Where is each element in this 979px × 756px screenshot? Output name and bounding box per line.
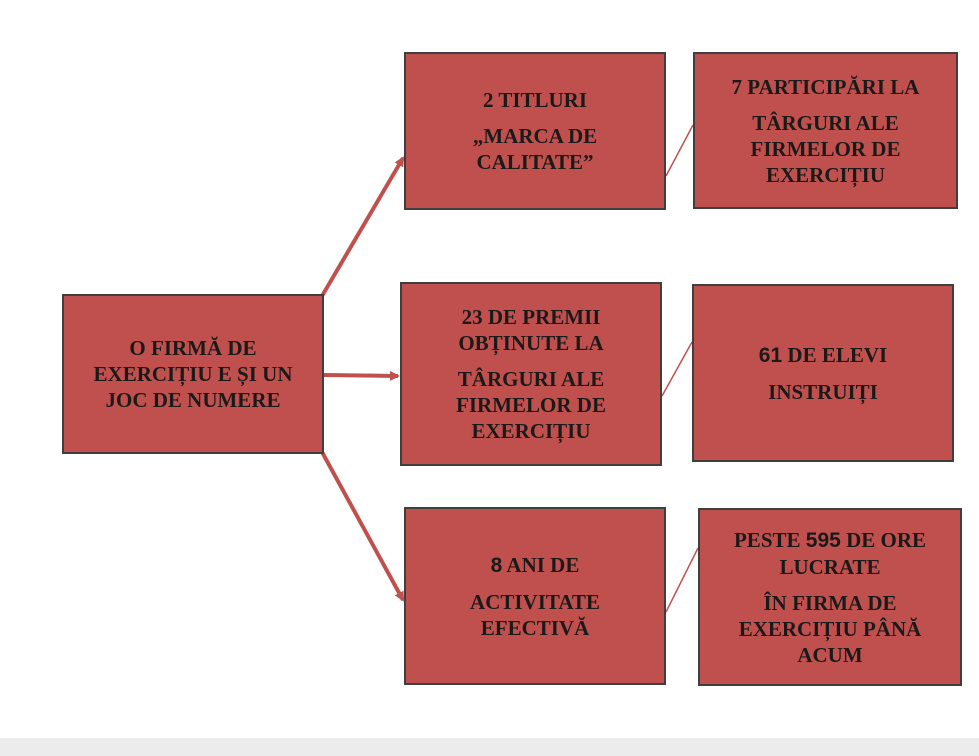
footer-strip bbox=[0, 738, 979, 756]
root-line-2: EXERCIȚIU E ȘI UN bbox=[93, 362, 293, 386]
right-box-participations-line-2: TÂRGURI ALE bbox=[752, 110, 899, 135]
arrow-root-to-middle bbox=[323, 370, 400, 381]
right-box-students-text-1: DE ELEVI bbox=[787, 342, 888, 367]
middle-box-prizes-line-5: EXERCIȚIU bbox=[471, 419, 591, 443]
middle-box-years-number: 8 bbox=[490, 553, 503, 577]
connector-bottom bbox=[665, 547, 699, 613]
middle-box-prizes-line-3: TÂRGURI ALE bbox=[457, 367, 605, 391]
middle-box-prizes-line-1: 23 DE PREMII bbox=[461, 305, 601, 329]
middle-box-titles-line-2: „MARCA DE bbox=[472, 124, 598, 148]
right-box-hours-line-5: ACUM bbox=[797, 642, 863, 667]
arrow-root-to-bottom bbox=[320, 451, 405, 602]
right-box-hours: PESTE 595 DE ORE LUCRATE ÎN FIRMA DE EXE… bbox=[698, 508, 962, 686]
right-box-hours-text-1: DE ORE bbox=[846, 527, 926, 552]
middle-box-prizes: 23 DE PREMII OBȚINUTE LA TÂRGURI ALE FIR… bbox=[400, 282, 662, 466]
root-line-3: JOC DE NUMERE bbox=[105, 388, 281, 412]
right-box-participations-line-1: 7 PARTICIPĂRI LA bbox=[731, 74, 920, 99]
right-box-hours-line-3: ÎN FIRMA DE bbox=[763, 590, 897, 615]
middle-box-years-line-1: 8 ANI DE bbox=[491, 552, 580, 579]
right-box-hours-line-2: LUCRATE bbox=[779, 554, 881, 579]
middle-box-prizes-line-4: FIRMELOR DE bbox=[456, 393, 606, 417]
root-box: O FIRMĂ DE EXERCIȚIU E ȘI UN JOC DE NUME… bbox=[62, 294, 324, 454]
connector-middle bbox=[661, 341, 693, 397]
middle-box-titles-line-3: CALITATE” bbox=[476, 150, 594, 174]
right-box-participations: 7 PARTICIPĂRI LA TÂRGURI ALE FIRMELOR DE… bbox=[693, 52, 958, 209]
middle-box-titles: 2 TITLURI „MARCA DE CALITATE” bbox=[404, 52, 666, 210]
middle-box-prizes-line-2: OBȚINUTE LA bbox=[458, 331, 604, 355]
right-box-hours-line-4: EXERCIȚIU PÂNĂ bbox=[738, 616, 922, 641]
middle-box-years-text-1: ANI DE bbox=[506, 552, 580, 577]
root-line-1: O FIRMĂ DE bbox=[129, 336, 257, 360]
right-box-hours-line-1: PESTE 595 DE ORE bbox=[734, 527, 926, 554]
right-box-participations-line-4: EXERCIȚIU bbox=[765, 162, 886, 187]
right-box-students-line-1: 61 DE ELEVI bbox=[759, 342, 887, 369]
middle-box-years: 8 ANI DE ACTIVITATE EFECTIVĂ bbox=[404, 507, 666, 685]
right-box-students: 61 DE ELEVI INSTRUIȚI bbox=[692, 284, 954, 462]
middle-box-titles-line-1: 2 TITLURI bbox=[482, 88, 588, 112]
right-box-students-number: 61 bbox=[758, 343, 783, 367]
right-box-students-line-2: INSTRUIȚI bbox=[768, 379, 878, 404]
arrow-root-to-top bbox=[320, 156, 405, 298]
right-box-participations-line-3: FIRMELOR DE bbox=[750, 136, 901, 161]
middle-box-years-line-3: EFECTIVĂ bbox=[480, 615, 590, 640]
right-box-hours-prefix: PESTE bbox=[733, 527, 801, 552]
right-box-hours-number: 595 bbox=[805, 528, 841, 552]
middle-box-years-line-2: ACTIVITATE bbox=[470, 589, 600, 614]
connector-top bbox=[665, 124, 694, 177]
